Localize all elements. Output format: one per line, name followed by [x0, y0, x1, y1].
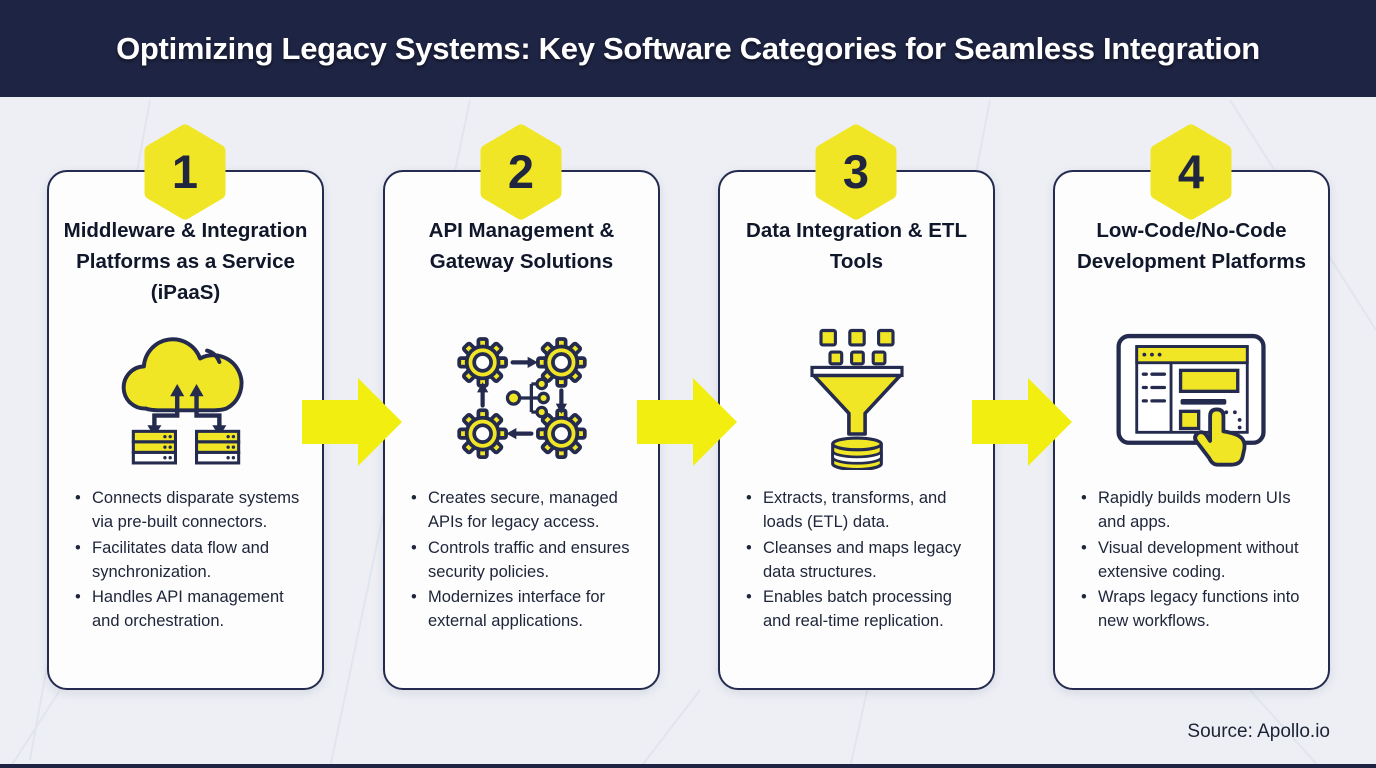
- bullet-item: Facilitates data flow and synchronizatio…: [75, 536, 306, 585]
- flow-arrow-icon: [637, 378, 737, 466]
- card-etl-tools: Data Integration & ETL Tools Extract: [718, 170, 995, 690]
- etl-funnel-database-icon: [794, 322, 920, 474]
- card-title: Data Integration & ETL Tools: [746, 219, 967, 273]
- bullet-item: Visual development without extensive cod…: [1081, 536, 1312, 585]
- step-number: 3: [842, 144, 870, 198]
- step-badge-1: 1: [143, 124, 227, 220]
- card-ipaas: Middleware & Integration Platforms as a …: [47, 170, 324, 690]
- page-title: Optimizing Legacy Systems: Key Software …: [116, 30, 1260, 66]
- step-badge-3: 3: [814, 124, 898, 220]
- bullet-item: Controls traffic and ensures security po…: [411, 536, 642, 585]
- bullet-item: Modernizes interface for external applic…: [411, 585, 642, 634]
- card-bullets: Connects disparate systems via pre-built…: [47, 486, 324, 635]
- bullet-item: Cleanses and maps legacy data structures…: [746, 536, 977, 585]
- card-bullets: Extracts, transforms, and loads (ETL) da…: [718, 486, 995, 635]
- bullet-item: Enables batch processing and real-time r…: [746, 585, 977, 634]
- flow-arrow-icon: [972, 378, 1072, 466]
- bullet-item: Rapidly builds modern UIs and apps.: [1081, 486, 1312, 535]
- step-number: 1: [171, 144, 199, 198]
- card-title: Low-Code/No-Code Development Platforms: [1077, 219, 1306, 273]
- card-title: Middleware & Integration Platforms as a …: [63, 219, 308, 304]
- flow-arrow-icon: [302, 378, 402, 466]
- bullet-item: Creates secure, managed APIs for legacy …: [411, 486, 642, 535]
- bottom-border: [0, 764, 1376, 768]
- step-badge-4: 4: [1149, 124, 1233, 220]
- source-attribution: Source: Apollo.io: [1187, 721, 1330, 742]
- cloud-servers-sync-icon: [107, 322, 265, 474]
- bullet-item: Extracts, transforms, and loads (ETL) da…: [746, 486, 977, 535]
- card-api-management: API Management & Gateway Solutions: [383, 170, 660, 690]
- card-lowcode-platforms: Low-Code/No-Code Development Platforms: [1053, 170, 1330, 690]
- step-number: 4: [1177, 144, 1205, 198]
- title-bar: Optimizing Legacy Systems: Key Software …: [0, 0, 1376, 97]
- step-number: 2: [507, 144, 535, 198]
- card-bullets: Creates secure, managed APIs for legacy …: [383, 486, 660, 635]
- card-bullets: Rapidly builds modern UIs and apps. Visu…: [1053, 486, 1330, 635]
- gears-api-flow-icon: [447, 322, 597, 474]
- bullet-item: Connects disparate systems via pre-built…: [75, 486, 306, 535]
- lowcode-ui-builder-icon: [1111, 322, 1273, 474]
- step-badge-2: 2: [479, 124, 563, 220]
- bullet-item: Wraps legacy functions into new workflow…: [1081, 585, 1312, 634]
- bullet-item: Handles API management and orchestration…: [75, 585, 306, 634]
- card-title: API Management & Gateway Solutions: [428, 219, 615, 273]
